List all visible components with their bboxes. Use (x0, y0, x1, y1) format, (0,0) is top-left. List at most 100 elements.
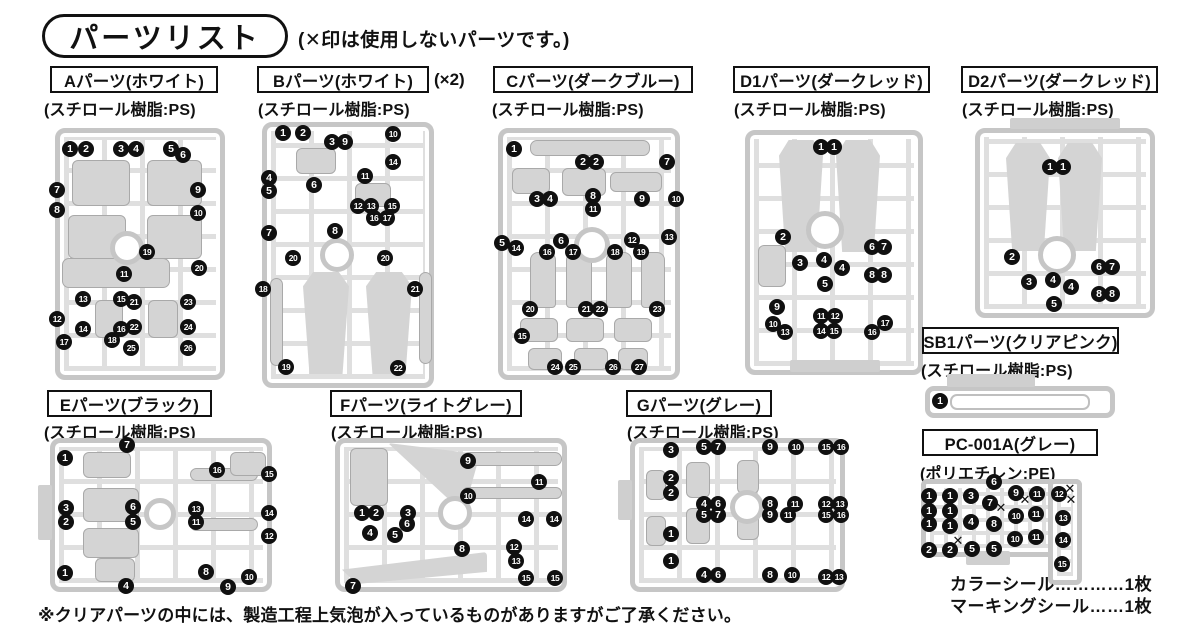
unused-parts-note: (✕印は使用しないパーツです。) (298, 30, 570, 51)
runner-e-part-shape (230, 452, 266, 476)
color-seal-line: カラーシール…………1枚 (950, 570, 1152, 595)
part-marker-g-10: 10 (788, 439, 804, 455)
runner-pc-001a-material: (ポリエチレン:PE) (920, 466, 1056, 483)
runner-d2-part-shape (1006, 143, 1050, 251)
part-marker-pc-001a-3: 3 (963, 488, 979, 504)
part-marker-f-2: 2 (368, 505, 384, 521)
part-marker-a-13: 13 (75, 291, 91, 307)
part-marker-a-20: 20 (191, 260, 207, 276)
part-marker-c-13: 13 (661, 229, 677, 245)
marking-seal-count: 1枚 (1124, 597, 1152, 616)
part-marker-e-13: 13 (188, 501, 204, 517)
part-marker-g-12: 12 (818, 569, 834, 585)
runner-c-part-shape (530, 140, 650, 156)
part-marker-sb1-1: 1 (932, 393, 948, 409)
part-marker-b-10: 10 (385, 126, 401, 142)
runner-g-center-ring (730, 490, 764, 524)
runner-d2-center-ring (1038, 236, 1076, 274)
part-marker-a-7: 7 (49, 182, 65, 198)
runner-c-material: (スチロール樹脂:PS) (492, 102, 644, 119)
part-marker-g-2: 2 (663, 485, 679, 501)
runner-pc-001a-label: PC-001A(グレー) (922, 429, 1098, 456)
part-marker-d1-4: 4 (816, 252, 832, 268)
part-marker-c-23: 23 (649, 301, 665, 317)
part-marker-c-27: 27 (631, 359, 647, 375)
part-marker-a-24: 24 (180, 319, 196, 335)
part-marker-c-22: 22 (592, 301, 608, 317)
part-marker-pc-001a-10: 10 (1007, 531, 1023, 547)
part-marker-g-7: 7 (710, 507, 726, 523)
part-marker-f-14: 14 (546, 511, 562, 527)
clear-parts-note: ※クリアパーツの中には、製造工程上気泡が入っているものがありますがご了承ください… (38, 606, 742, 625)
runner-g-material: (スチロール樹脂:PS) (627, 425, 779, 442)
part-marker-e-6: 6 (125, 499, 141, 515)
runner-e-part-shape (83, 452, 131, 478)
runner-a-part-shape (147, 215, 202, 259)
color-seal-count: 1枚 (1124, 575, 1153, 594)
part-marker-c-14: 14 (508, 240, 524, 256)
part-marker-d2-1: 1 (1042, 159, 1058, 175)
part-marker-e-2: 2 (58, 514, 74, 530)
part-marker-pc-001a-13: 13 (1055, 510, 1071, 526)
part-marker-e-11: 11 (188, 514, 204, 530)
part-marker-c-10: 10 (668, 191, 684, 207)
color-seal-label: カラーシール (950, 575, 1055, 594)
runner-a-part-shape (72, 160, 130, 206)
part-marker-g-16: 16 (833, 507, 849, 523)
part-marker-f-15: 15 (518, 570, 534, 586)
part-marker-d2-7: 7 (1104, 259, 1120, 275)
part-marker-pc-001a-1: 1 (921, 488, 937, 504)
runner-e-part-shape (83, 528, 139, 558)
part-marker-g-5: 5 (696, 507, 712, 523)
part-marker-g-16: 16 (833, 439, 849, 455)
part-marker-b-1: 1 (275, 125, 291, 141)
runner-g-part-shape (618, 480, 632, 520)
part-marker-f-9: 9 (460, 453, 476, 469)
part-marker-e-16: 16 (209, 462, 225, 478)
part-marker-e-10: 10 (241, 569, 257, 585)
part-marker-c-8: 8 (585, 188, 601, 204)
part-marker-c-7: 7 (659, 154, 675, 170)
runner-f-part-shape (462, 452, 562, 466)
part-marker-d1-13: 13 (777, 324, 793, 340)
unused-cross: ✕ (952, 533, 964, 548)
runner-f-material: (スチロール樹脂:PS) (331, 425, 483, 442)
part-marker-b-12: 12 (350, 198, 366, 214)
part-marker-d2-8: 8 (1091, 286, 1107, 302)
part-marker-c-11: 11 (585, 201, 601, 217)
part-marker-d2-8: 8 (1104, 286, 1120, 302)
runner-e-label: Eパーツ(ブラック) (47, 390, 212, 417)
runner-f-part-shape (350, 448, 388, 506)
part-marker-c-20: 20 (522, 301, 538, 317)
part-marker-c-3: 3 (529, 191, 545, 207)
part-marker-e-1: 1 (57, 565, 73, 581)
runner-b-multiplier: (×2) (434, 70, 465, 89)
part-marker-c-25: 25 (565, 359, 581, 375)
runner-sb1-label: SB1パーツ(クリアピンク) (922, 327, 1119, 354)
part-marker-c-6: 6 (553, 233, 569, 249)
part-marker-d1-1: 1 (813, 139, 829, 155)
part-marker-a-3: 3 (113, 141, 129, 157)
runner-c-part-shape (614, 318, 652, 342)
runner-f-part-shape (462, 487, 562, 499)
runner-b-material: (スチロール樹脂:PS) (258, 102, 410, 119)
runner-d1-material: (スチロール樹脂:PS) (734, 102, 886, 119)
part-marker-d1-14: 14 (813, 323, 829, 339)
part-marker-e-7: 7 (119, 437, 135, 453)
part-marker-b-19: 19 (278, 359, 294, 375)
part-marker-a-8: 8 (49, 202, 65, 218)
part-marker-c-2: 2 (588, 154, 604, 170)
part-marker-g-15: 15 (818, 507, 834, 523)
part-marker-c-4: 4 (542, 191, 558, 207)
unused-cross: ✕ (1019, 492, 1031, 507)
part-marker-a-25: 25 (123, 340, 139, 356)
part-marker-c-2: 2 (575, 154, 591, 170)
part-marker-b-21: 21 (407, 281, 423, 297)
marking-seal-label: マーキングシール (950, 597, 1090, 616)
part-marker-pc-001a-12: 12 (1051, 486, 1067, 502)
part-marker-e-1: 1 (57, 450, 73, 466)
part-marker-f-12: 12 (506, 539, 522, 555)
part-marker-g-9: 9 (762, 507, 778, 523)
part-marker-g-3: 3 (663, 442, 679, 458)
